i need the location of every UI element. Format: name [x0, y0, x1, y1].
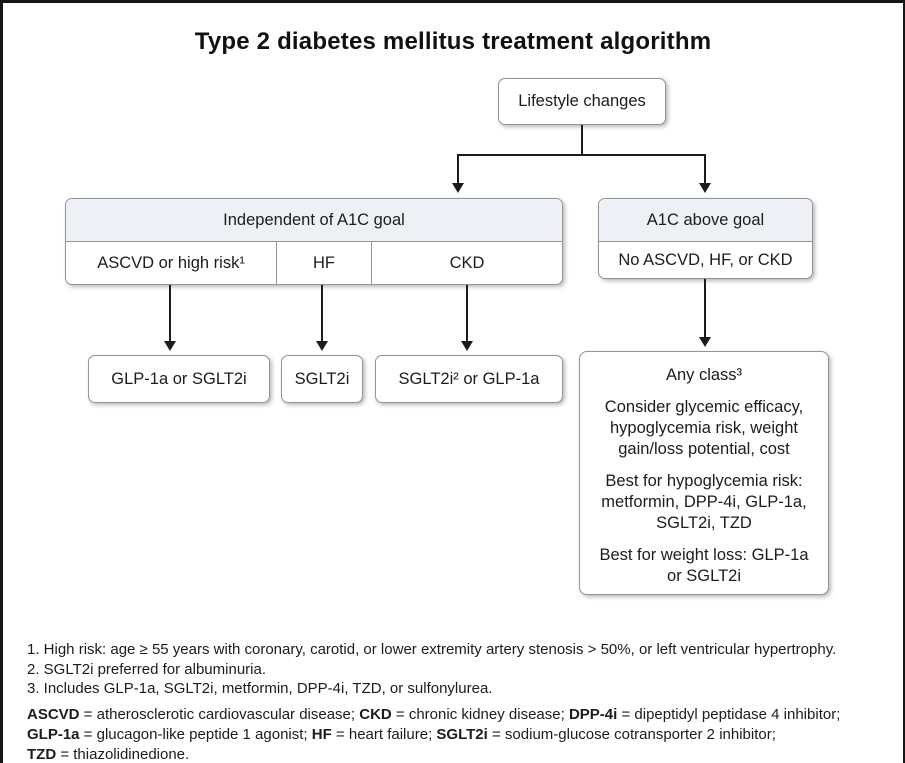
connector-right-drop — [704, 154, 706, 183]
arrowhead-to-sglt2i — [316, 341, 328, 351]
best-weight-loss-text: Best for weight loss: GLP-1a or SGLT2i — [599, 546, 809, 585]
connector-branch-bar — [457, 154, 706, 156]
arrowhead-to-above-goal — [699, 183, 711, 193]
abbrev-term: CKD — [359, 706, 392, 723]
footnote-2: 2. SGLT2i preferred for albuminuria. — [27, 660, 266, 678]
footnote-1: 1. High risk: age ≥ 55 years with corona… — [27, 641, 837, 658]
abbrev-def: = heart failure; — [331, 726, 437, 743]
footnote-3: 3. Includes GLP-1a, SGLT2i, metformin, D… — [27, 680, 493, 697]
abbrev-term: HF — [311, 726, 332, 743]
arrowhead-to-glp1a-sglt2i — [164, 341, 176, 351]
node-treatment-glp1a-or-sglt2i: GLP-1a or SGLT2i — [88, 355, 270, 403]
consider-factors-text: Consider glycemic efficacy, hypoglycemia… — [604, 398, 804, 458]
abbrev-def: = sodium-glucose cotransporter 2 inhibit… — [487, 726, 776, 743]
abbrev-term: SGLT2i — [436, 726, 488, 743]
best-hypoglycemia-text: Best for hypoglycemia risk: metformin, D… — [601, 472, 807, 532]
abbrev-line-3: TZD = thiazolidinedione. — [27, 745, 903, 763]
cell-ckd: CKD — [449, 254, 485, 272]
abbrev-line-1: ASCVD = atherosclerotic cardiovascular d… — [27, 705, 903, 725]
abbreviation-key: ASCVD = atherosclerotic cardiovascular d… — [27, 705, 903, 763]
cell-ascvd-high-risk: ASCVD or high risk¹ — [97, 254, 245, 272]
node-a1c-above-goal: A1C above goal No ASCVD, HF, or CKD — [598, 198, 813, 279]
abbrev-def: = dipeptidyl peptidase 4 inhibitor; — [617, 706, 841, 723]
arrowhead-to-independent — [452, 183, 464, 193]
node-treatment-sglt2i: SGLT2i — [281, 355, 363, 403]
any-class-title: Any class³ — [665, 366, 743, 384]
abbrev-def: = thiazolidinedione. — [56, 746, 190, 763]
abbrev-term: DPP-4i — [568, 706, 618, 723]
connector-root-stem — [581, 125, 583, 156]
abbrev-term: TZD — [27, 746, 57, 763]
a1c-above-goal-header: A1C above goal — [599, 199, 812, 242]
abbrev-term: GLP-1a — [27, 726, 80, 743]
footnotes: 1. High risk: age ≥ 55 years with corona… — [27, 640, 903, 699]
independent-a1c-header: Independent of A1C goal — [66, 199, 562, 242]
abbrev-def: = atherosclerotic cardiovascular disease… — [79, 706, 360, 723]
node-any-class-recommendations: Any class³ Consider glycemic efficacy, h… — [579, 351, 829, 595]
connector-above-goal-drop — [704, 279, 706, 338]
arrowhead-to-sglt2i-glp1a — [461, 341, 473, 351]
abbrev-def: = chronic kidney disease; — [391, 706, 569, 723]
cell-no-ascvd-hf-ckd: No ASCVD, HF, or CKD — [618, 251, 793, 269]
abbrev-def: = glucagon-like peptide 1 agonist; — [79, 726, 312, 743]
node-independent-of-a1c-goal: Independent of A1C goal ASCVD or high ri… — [65, 198, 563, 285]
connector-left-drop — [457, 154, 459, 183]
abbrev-term: ASCVD — [27, 706, 80, 723]
abbrev-line-2: GLP-1a = glucagon-like peptide 1 agonist… — [27, 725, 903, 745]
node-lifestyle-changes: Lifestyle changes — [498, 78, 666, 125]
connector-ascvd-drop — [169, 285, 171, 342]
arrowhead-to-any-class — [699, 337, 711, 347]
figure-title: Type 2 diabetes mellitus treatment algor… — [194, 28, 712, 55]
connector-ckd-drop — [466, 285, 468, 342]
connector-hf-drop — [321, 285, 323, 342]
node-treatment-sglt2i-or-glp1a: SGLT2i² or GLP-1a — [375, 355, 563, 403]
cell-hf: HF — [276, 242, 372, 284]
